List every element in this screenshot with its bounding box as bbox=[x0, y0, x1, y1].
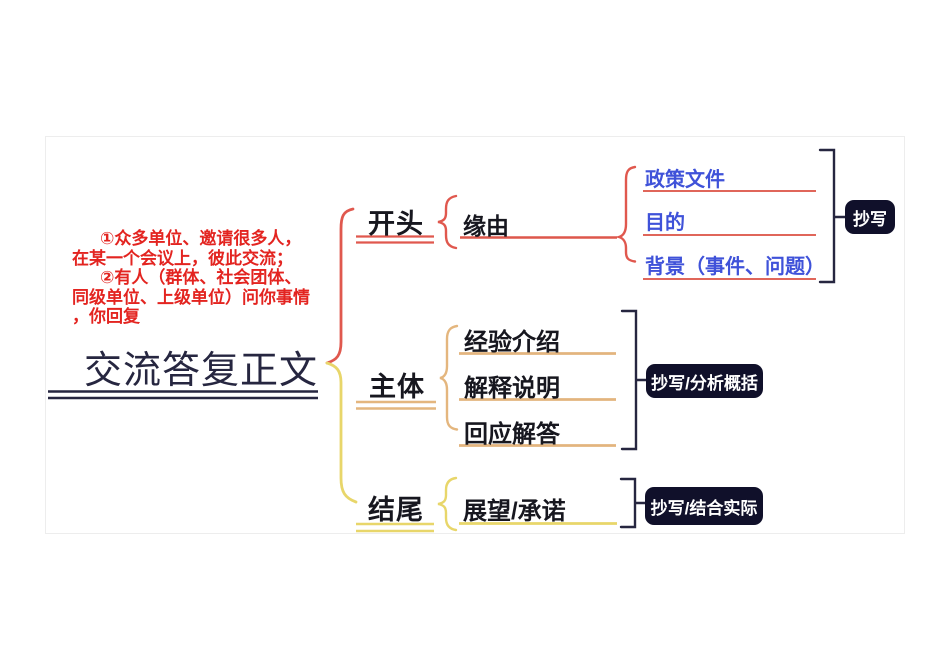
leaf-policy-document: 政策文件 bbox=[645, 169, 725, 191]
badge-copy: 抄写 bbox=[845, 200, 895, 234]
leaf-background: 背景（事件、问题） bbox=[645, 256, 825, 278]
badge-copy-practical: 抄写/结合实际 bbox=[645, 487, 763, 525]
badge-copy-analyze: 抄写/分析概括 bbox=[646, 364, 763, 398]
note-line: ①众多单位、邀请很多人， bbox=[100, 229, 302, 248]
branch-ending: 结尾 bbox=[368, 495, 424, 525]
leaf-purpose: 目的 bbox=[645, 212, 685, 234]
node-response-answer: 回应解答 bbox=[464, 421, 560, 448]
node-experience-intro: 经验介绍 bbox=[464, 329, 560, 356]
node-explanation: 解释说明 bbox=[464, 375, 560, 402]
note-line: 在某一个会议上，彼此交流； bbox=[72, 248, 293, 268]
note-line: ，你回复 bbox=[72, 307, 140, 326]
node-reason: 缘由 bbox=[463, 213, 509, 239]
root-topic: 交流答复正文 bbox=[84, 350, 319, 392]
branch-body: 主体 bbox=[369, 372, 425, 402]
note-text: ①众多单位、邀请很多人， 在某一个会议上，彼此交流； ②有人（群体、社会团体、 … bbox=[72, 229, 310, 327]
branch-opening: 开头 bbox=[368, 209, 424, 239]
note-line: ②有人（群体、社会团体、 bbox=[100, 268, 302, 287]
node-outlook-promise: 展望/承诺 bbox=[463, 498, 566, 525]
note-line: 同级单位、上级单位）问你事情 bbox=[72, 287, 310, 307]
mindmap-canvas bbox=[45, 136, 905, 534]
